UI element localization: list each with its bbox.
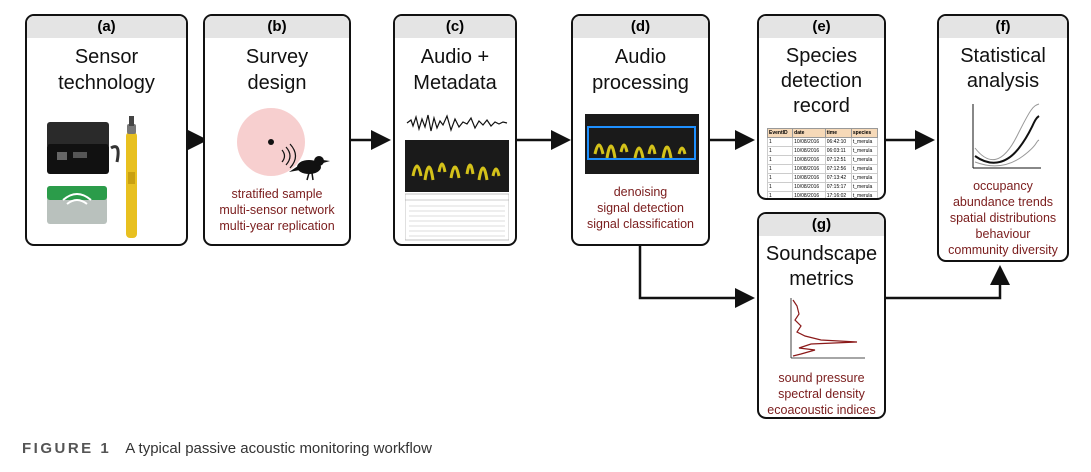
record-cell: 1 — [766, 191, 794, 198]
box-letter: (c) — [395, 16, 515, 38]
record-cell: 07:15:17 — [824, 182, 852, 192]
box-letter: (a) — [27, 16, 186, 38]
record-cell: 07:12:51 — [824, 155, 852, 165]
record-cell: 1 — [766, 173, 794, 183]
detection-spectrogram-image — [585, 114, 699, 174]
record-cell: t_merula — [850, 164, 879, 174]
arrow-d-to-g — [638, 246, 755, 308]
record-cell: t_merula — [850, 155, 879, 165]
figure-caption-text: A typical passive acoustic monitoring wo… — [125, 440, 432, 457]
record-cell: 1 — [766, 182, 794, 192]
record-cell: 1 — [766, 164, 794, 174]
arrow-g-to-f — [886, 265, 1010, 300]
record-cell: 10/08/2016 — [792, 146, 826, 156]
box-letter: (d) — [573, 16, 708, 38]
figure-caption: FIGURE 1 A typical passive acoustic monit… — [22, 440, 432, 457]
record-cell: 10/08/2016 — [792, 155, 826, 165]
sensor-devices-image — [47, 116, 137, 238]
record-cell: 10/08/2016 — [792, 164, 826, 174]
record-header-cell: date — [792, 128, 826, 138]
box-letter: (e) — [759, 16, 884, 38]
record-cell: 10/08/2016 — [792, 182, 826, 192]
abundance-trend-plot — [972, 103, 1041, 169]
record-cell: 10/08/2016 — [792, 191, 826, 198]
record-cell: t_merula — [850, 173, 879, 183]
record-cell: 06:03:11 — [824, 146, 852, 156]
record-cell: 1 — [766, 146, 794, 156]
box-audio-metadata: (c) Audio +Metadata — [393, 14, 517, 246]
record-cell: 10/08/2016 — [792, 173, 826, 183]
record-cell: t_merula — [850, 191, 879, 198]
record-header-cell: species — [850, 128, 879, 138]
spectral-density-plot — [790, 298, 865, 359]
box-letter: (b) — [205, 16, 349, 38]
figure-label: FIGURE 1 — [22, 440, 112, 457]
record-cell: 1 — [766, 155, 794, 165]
record-header-cell: EventID — [766, 128, 794, 138]
record-cell: 07:12:56 — [824, 164, 852, 174]
record-cell: 1 — [766, 137, 794, 147]
record-cell: t_merula — [850, 182, 879, 192]
record-cell: t_merula — [850, 146, 879, 156]
audio-waveform-spectrogram-image — [405, 110, 509, 241]
record-cell: 07:13:42 — [824, 173, 852, 183]
record-cell: 10/08/2016 — [792, 137, 826, 147]
record-header-cell: time — [824, 128, 852, 138]
bird-icon — [289, 156, 330, 181]
record-cell: 06:42:10 — [824, 137, 852, 147]
record-cell: t_merula — [850, 137, 879, 147]
box-letter: (f) — [939, 16, 1067, 38]
box-letter: (g) — [759, 214, 884, 236]
box-title: Audio +Metadata — [413, 46, 497, 94]
survey-sound-field-icon — [237, 108, 330, 181]
record-cell: 17:16:02 — [824, 191, 852, 198]
